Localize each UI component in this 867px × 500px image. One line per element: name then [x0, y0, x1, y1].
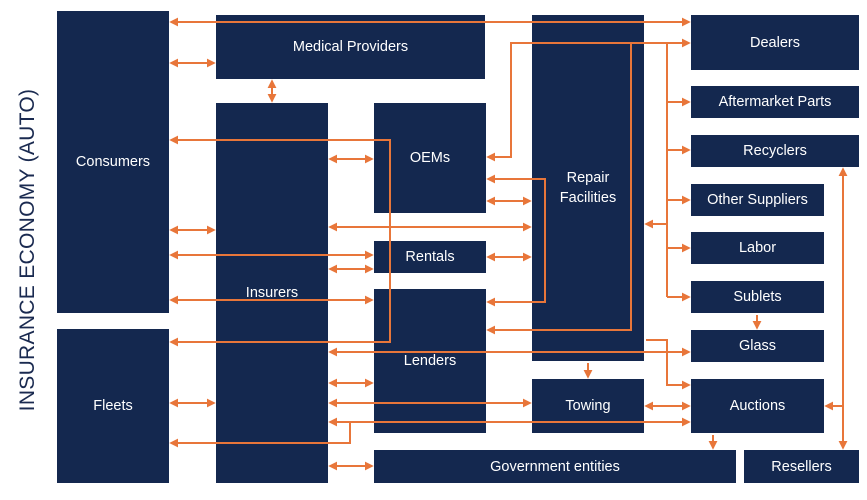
- node-resellers: Resellers: [744, 450, 859, 483]
- node-sublets: Sublets: [691, 281, 824, 313]
- node-label: Lenders: [403, 353, 457, 369]
- link-lenders-dealers: [486, 43, 632, 335]
- node-label: OEMs: [409, 150, 451, 166]
- link-fleets-loop: [169, 422, 351, 448]
- node-rentals: Rentals: [374, 241, 486, 273]
- node-label: Glass: [738, 338, 777, 354]
- node-recyclers: Recyclers: [691, 135, 859, 167]
- node-label: Medical Providers: [292, 39, 409, 55]
- link-oems-dealers: [486, 38, 691, 162]
- node-insurers: Insurers: [216, 103, 328, 483]
- node-medical-providers: Medical Providers: [216, 15, 485, 79]
- node-fleets: Fleets: [57, 329, 169, 483]
- node-aftermarket-parts: Aftermarket Parts: [691, 86, 859, 118]
- node-consumers: Consumers: [57, 11, 169, 313]
- node-other-suppliers: Other Suppliers: [691, 184, 824, 216]
- node-label: Towing: [565, 398, 611, 414]
- link-oems-lenders-loop: [486, 174, 546, 307]
- node-label: Other Suppliers: [707, 192, 808, 208]
- node-label: Government entities: [490, 458, 620, 475]
- node-label: Recyclers: [743, 143, 807, 159]
- node-labor: Labor: [691, 232, 824, 264]
- node-label: Auctions: [729, 398, 786, 414]
- node-lenders: Lenders: [374, 289, 486, 433]
- node-label: Labor: [738, 240, 777, 256]
- node-government-entities: Government entities: [374, 450, 736, 483]
- node-label: Aftermarket Parts: [718, 94, 832, 110]
- node-label: Sublets: [733, 289, 782, 305]
- link-consumers-loop: [169, 135, 391, 347]
- link-repair-auctions: [646, 339, 691, 390]
- node-dealers: Dealers: [691, 15, 859, 70]
- node-label: Repair Facilities: [559, 170, 617, 206]
- node-glass: Glass: [691, 330, 824, 362]
- node-auctions: Auctions: [691, 379, 824, 433]
- node-label: Rentals: [405, 249, 455, 265]
- node-label: Consumers: [75, 154, 151, 170]
- node-label: Fleets: [93, 398, 133, 414]
- node-label: Resellers: [771, 458, 832, 475]
- node-oems: OEMs: [374, 103, 486, 213]
- node-label: Dealers: [750, 34, 800, 51]
